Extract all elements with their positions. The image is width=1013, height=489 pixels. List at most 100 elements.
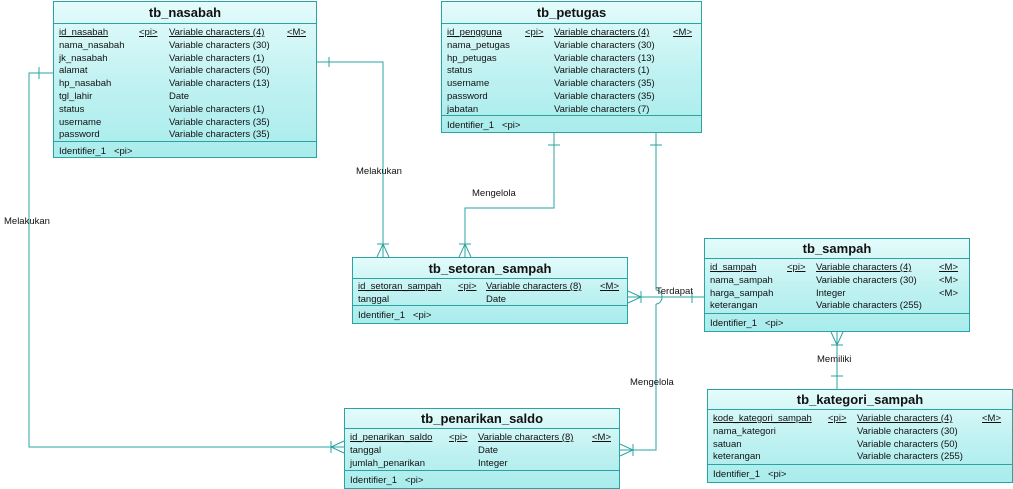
attribute-name: kode_kategori_sampah: [713, 413, 812, 424]
entity-title: tb_penarikan_saldo: [345, 409, 619, 429]
attribute-type: Variable characters (7): [554, 103, 650, 115]
identifier-row: Identifier_1 <pi>: [447, 120, 520, 131]
primary-identifier-tag: <pi>: [139, 27, 158, 38]
attribute-type: Variable characters (35): [554, 91, 655, 102]
relationship-line-nasabah-setoran: [317, 61, 384, 257]
attribute-type: Variable characters (4): [169, 27, 265, 38]
identifier-tag: <pi>: [764, 318, 784, 329]
attribute-type: Variable characters (13): [554, 52, 655, 64]
attribute-type: Variable characters (30): [554, 39, 655, 51]
attribute-name: id_penarikan_saldo: [350, 432, 433, 443]
relationship-label-petugas-penarikan: Mengelola: [630, 377, 674, 388]
identifier-row: Identifier_1 <pi>: [350, 475, 423, 486]
entity-nasabah[interactable]: tb_nasabah id_nasabah <pi> Variable charact…: [53, 1, 317, 158]
crowfoot-mark: [376, 242, 390, 258]
relationship-label-nasabah-setoran: Melakukan: [356, 166, 402, 177]
attribute-type: Variable characters (1): [169, 52, 265, 64]
attribute-row[interactable]: hp_nasabah Variable characters (13): [54, 77, 316, 90]
attribute-name: jumlah_penarikan: [350, 457, 425, 469]
identifier-name: Identifier_1: [350, 475, 398, 486]
crowfoot-mark: [627, 290, 643, 304]
attribute-row[interactable]: id_setoran_sampah<pi>Variable characters…: [353, 280, 627, 293]
attribute-name: nama_kategori: [713, 425, 776, 437]
attribute-type: Variable characters (1): [554, 65, 650, 77]
attribute-type: Variable characters (35): [169, 116, 270, 128]
attribute-name: tanggal: [358, 293, 390, 305]
attribute-row[interactable]: status Variable characters (1): [54, 103, 316, 116]
mandatory-tag: <M>: [592, 432, 612, 443]
attribute-row[interactable]: jumlah_penarikan Integer: [345, 457, 619, 470]
entity-title: tb_sampah: [705, 239, 969, 259]
identifier-tag: <pi>: [404, 475, 424, 486]
attribute-row[interactable]: kode_kategori_sampah<pi>Variable charact…: [708, 412, 1012, 425]
attribute-row[interactable]: tanggal Date: [345, 444, 619, 457]
mandatory-tag: <M>: [939, 287, 959, 299]
attribute-row[interactable]: id_penarikan_saldo<pi>Variable character…: [345, 431, 619, 444]
entity-title: tb_nasabah: [54, 2, 316, 24]
attribute-row[interactable]: nama_petugas Variable characters (30): [442, 39, 701, 52]
relationship-label-sampah-setoran: Terdapat: [656, 286, 693, 297]
attribute-type: Variable characters (35): [169, 129, 270, 141]
attribute-name: status: [447, 65, 473, 77]
primary-identifier-tag: <pi>: [525, 27, 544, 38]
attribute-name: id_pengguna: [447, 27, 502, 38]
mandatory-tag: <M>: [600, 281, 620, 292]
attribute-name: id_sampah: [710, 262, 757, 273]
attribute-list: id_sampah<pi>Variable characters (4)<M>n…: [705, 259, 969, 314]
attribute-row[interactable]: id_sampah<pi>Variable characters (4)<M>: [705, 261, 969, 274]
entity-penarikan[interactable]: tb_penarikan_saldo id_penarikan_saldo <pi>…: [344, 408, 620, 489]
attribute-name: id_nasabah: [59, 27, 109, 38]
attribute-name: status: [59, 103, 85, 115]
attribute-name: hp_nasabah: [59, 78, 112, 90]
attribute-name: tanggal: [350, 444, 382, 456]
primary-identifier-tag: <pi>: [449, 432, 468, 443]
attribute-name: alamat: [59, 65, 88, 77]
identifier-row: Identifier_1 <pi>: [59, 146, 132, 157]
entity-kategori[interactable]: tb_kategori_sampah kode_kategori_sampah <p…: [707, 389, 1013, 483]
attribute-row[interactable]: id_pengguna<pi>Variable characters (4)<M…: [442, 26, 701, 39]
attribute-name: nama_petugas: [447, 39, 510, 51]
attribute-list: kode_kategori_sampah <pi> Variable charact…: [708, 410, 1012, 465]
attribute-type: Variable characters (30): [816, 274, 917, 286]
identifier-name: Identifier_1: [713, 469, 761, 480]
relationship-label-petugas-setoran: Mengelola: [472, 188, 516, 199]
crowfoot-mark: [619, 443, 635, 457]
attribute-row[interactable]: status Variable characters (1): [442, 64, 701, 77]
attribute-list: id_penarikan_saldo<pi>Variable character…: [345, 429, 619, 471]
identifier-row: Identifier_1 <pi>: [713, 469, 786, 480]
attribute-type: Variable characters (50): [857, 438, 958, 450]
attribute-type: Variable characters (255): [857, 451, 963, 463]
attribute-type: Variable characters (1): [169, 103, 265, 115]
attribute-row[interactable]: id_nasabah <pi> Variable characters (4) <M>: [54, 26, 316, 39]
identifier-tag: <pi>: [501, 120, 521, 131]
primary-identifier-tag: <pi>: [828, 413, 847, 424]
attribute-type: Date: [478, 444, 499, 456]
attribute-type: Variable characters (8): [486, 281, 582, 292]
attribute-type: Integer: [478, 457, 508, 469]
attribute-type: Variable characters (13): [169, 78, 270, 90]
entity-title: tb_kategori_sampah: [708, 390, 1012, 410]
mandatory-tag: <M>: [287, 27, 307, 38]
